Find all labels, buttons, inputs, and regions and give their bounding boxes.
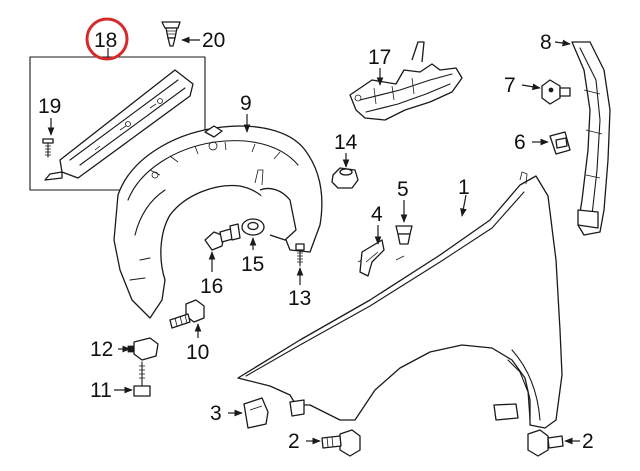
callout-6: 6 — [514, 131, 526, 154]
callout-11: 11 — [90, 379, 112, 402]
part-18-support-bracket — [44, 69, 194, 181]
part-5-screw — [395, 200, 413, 245]
part-7-bolt — [521, 79, 571, 105]
part-1-front-fender — [237, 171, 563, 429]
part-11-bolt — [114, 361, 151, 397]
callout-15: 15 — [241, 253, 264, 276]
part-20-clip — [161, 21, 200, 47]
callout-2-right: 2 — [582, 430, 594, 453]
callout-3: 3 — [210, 402, 222, 425]
callout-10: 10 — [186, 341, 209, 364]
callout-2-left: 2 — [288, 430, 300, 453]
callout-17: 17 — [368, 46, 391, 69]
callout-14: 14 — [334, 131, 358, 154]
part-13-bolt — [295, 243, 305, 285]
callout-16: 16 — [200, 275, 223, 298]
callout-12: 12 — [90, 338, 113, 361]
callout-8: 8 — [540, 31, 552, 54]
callout-19: 19 — [38, 95, 61, 118]
callout-7: 7 — [504, 74, 516, 97]
part-6-clip — [532, 131, 571, 155]
part-19-bolt — [42, 118, 55, 158]
part-2-bolt-right — [527, 429, 580, 457]
part-17-splash-shield — [349, 41, 463, 121]
part-16-push-pin — [204, 223, 241, 272]
part-10-bolt — [169, 299, 205, 338]
part-4-bracket — [359, 225, 385, 277]
part-14-clip-nut — [331, 153, 359, 189]
callout-18: 18 — [94, 29, 117, 52]
callout-1: 1 — [458, 176, 470, 199]
callout-9: 9 — [240, 92, 252, 115]
part-12-nut — [118, 337, 159, 361]
callout-20: 20 — [202, 29, 225, 52]
part-3-bracket — [228, 397, 269, 429]
part-8-fender-brace — [554, 39, 611, 236]
callout-13: 13 — [288, 287, 311, 310]
part-18-highlight-circle — [85, 17, 129, 61]
part-2-bolt-left — [306, 429, 361, 457]
part-15-washer — [241, 218, 265, 250]
part-9-wheelhouse-liner — [113, 114, 323, 319]
callout-5: 5 — [397, 178, 409, 201]
callout-4: 4 — [371, 203, 383, 226]
